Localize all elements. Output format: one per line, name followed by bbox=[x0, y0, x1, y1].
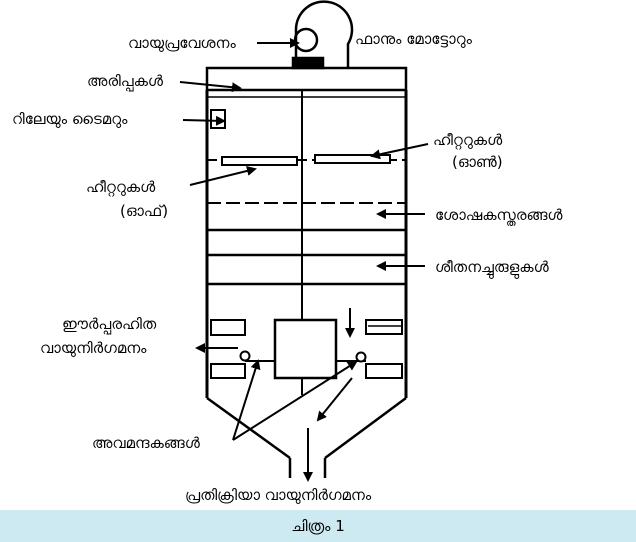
heater-element-right bbox=[314, 154, 391, 164]
cabinet bbox=[205, 66, 408, 398]
figure-caption: ചിത്രം 1 bbox=[291, 517, 345, 535]
heater-section bbox=[207, 154, 406, 166]
relay-timer-box bbox=[210, 109, 226, 129]
fan-housing bbox=[291, 0, 354, 70]
desiccant-layers bbox=[207, 202, 406, 232]
label-dampers: അവമന്ദകങ്ങൾ bbox=[92, 434, 200, 452]
label-reactivation-outlet: പ്രതിക്രിയാ വായുനിർഗമനം bbox=[185, 486, 372, 504]
label-heaters-on: ഹീറ്ററുകൾ bbox=[433, 131, 503, 149]
label-fan-motor: ഫാനും മോട്ടോറും bbox=[355, 30, 472, 48]
label-filters: അരിപ്പകൾ bbox=[87, 72, 163, 90]
label-relay-timer: റിലേയും ടൈമറും bbox=[12, 110, 128, 128]
label-air-inlet: വായുപ്രവേശനം bbox=[128, 34, 236, 52]
label-heaters-off: ഹീറ്ററുകൾ bbox=[86, 178, 156, 196]
central-block bbox=[273, 318, 338, 380]
label-dry-air-outlet-line2: വായുനിർഗമനം bbox=[40, 339, 147, 357]
label-cooling-coils: ശീതനച്ചുരുളുകൾ bbox=[435, 258, 549, 276]
label-heaters-on-status: (ഓൺ) bbox=[452, 153, 503, 171]
caption-bar: ചിത്രം 1 bbox=[0, 510, 636, 542]
diagram-drawing bbox=[179, 0, 429, 482]
leader-lines bbox=[179, 38, 429, 482]
lower-section bbox=[210, 318, 403, 380]
heater-element-left bbox=[221, 156, 298, 166]
label-heaters-off-status: (ഓഫ്) bbox=[120, 202, 169, 220]
label-desiccant-layers: ശോഷകസ്തരങ്ങൾ bbox=[435, 206, 563, 224]
cooling-coils bbox=[207, 253, 406, 286]
hopper bbox=[206, 396, 407, 478]
dehumidifier-diagram: വായുപ്രവേശനം ഫാനും മോട്ടോറും അരിപ്പകൾ റി… bbox=[12, 0, 563, 504]
label-dry-air-outlet: ഈർപ്പരഹിത bbox=[62, 315, 157, 333]
